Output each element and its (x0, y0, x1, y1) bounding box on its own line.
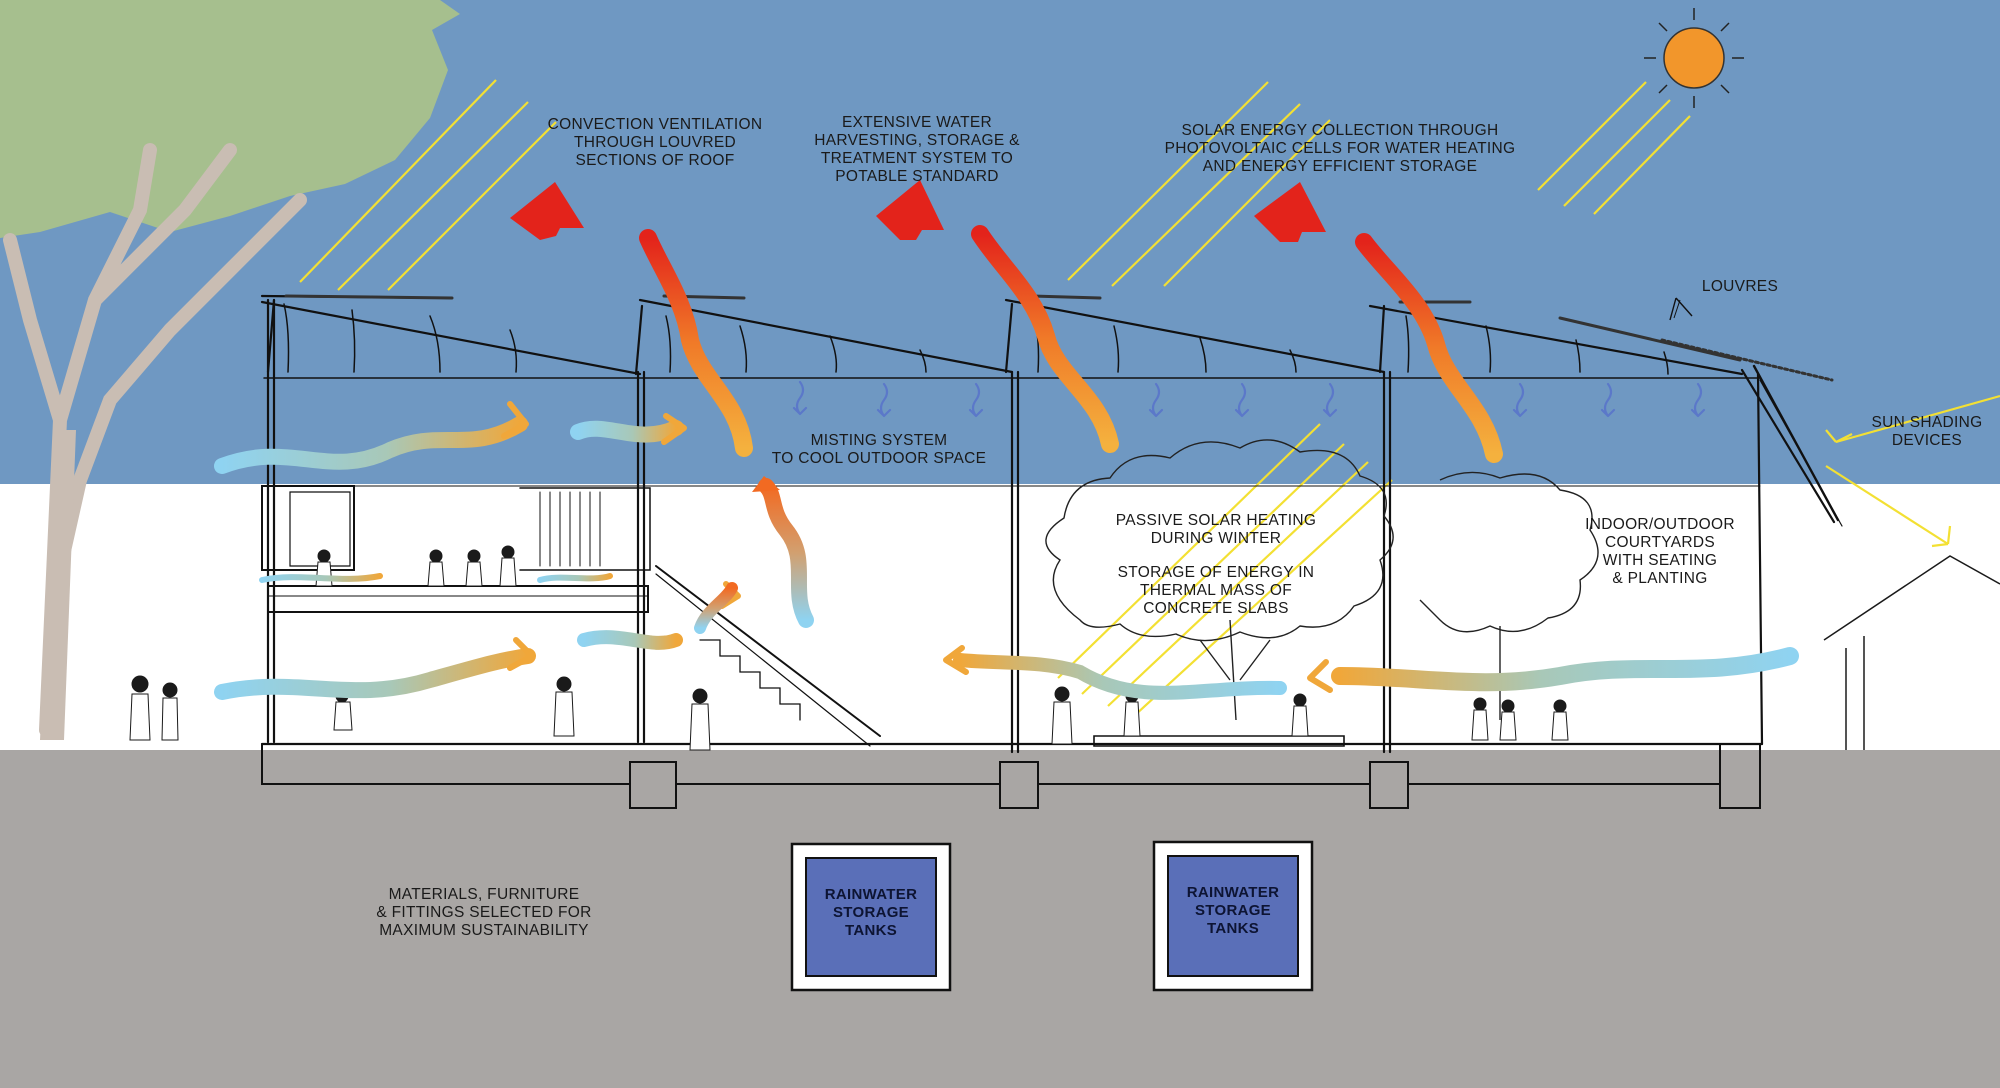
sun-rays (299, 79, 2000, 717)
label-misting-system: MISTING SYSTEM TO COOL OUTDOOR SPACE (771, 432, 987, 467)
person-figure (465, 549, 483, 587)
label-courtyards: INDOOR/OUTDOOR COURTYARDS WITH SEATING &… (1585, 516, 1735, 587)
label-thermal-mass: STORAGE OF ENERGY IN THERMAL MASS OF CON… (1117, 564, 1315, 617)
label-louvres: LOUVRES (1701, 278, 1779, 295)
sun-icon (1644, 8, 1744, 108)
label-passive-solar: PASSIVE SOLAR HEATING DURING WINTER (1115, 512, 1317, 547)
building-section (260, 294, 1843, 809)
label-materials: MATERIALS, FURNITURE & FITTINGS SELECTED… (376, 886, 592, 939)
louvres-leader-line (1673, 299, 1681, 319)
person-figure (1471, 697, 1489, 741)
louvres-leader (1669, 297, 1693, 321)
person-figure (1551, 699, 1569, 741)
person-figure (129, 675, 151, 741)
rainwater-tank-1 (790, 842, 952, 992)
label-rainwater-tank-1: RAINWATER STORAGE TANKS (824, 886, 918, 939)
person-figure (1291, 693, 1309, 737)
airflow-cool (214, 416, 1799, 700)
rainwater-tank-2 (1152, 840, 1314, 992)
person-figure (553, 676, 575, 737)
label-water-harvesting: EXTENSIVE WATER HARVESTING, STORAGE & TR… (814, 114, 1020, 185)
person-figure (1051, 686, 1073, 745)
person-figure (161, 682, 179, 741)
people-figures (129, 545, 1569, 751)
background-wall (0, 484, 2000, 754)
misting-icons (792, 380, 1706, 418)
person-figure (689, 688, 711, 751)
tree (0, 0, 460, 740)
person-figure (499, 545, 517, 587)
label-convection-ventilation: CONVECTION VENTILATION THROUGH LOUVRED S… (547, 116, 763, 169)
label-rainwater-tank-2: RAINWATER STORAGE TANKS (1186, 884, 1280, 937)
neighbour-building (1823, 555, 2000, 750)
hot-air-arrowheads (510, 180, 1326, 492)
person-figure (1499, 699, 1517, 741)
label-solar-energy: SOLAR ENERGY COLLECTION THROUGH PHOTOVOL… (1164, 122, 1516, 175)
person-figure (427, 549, 445, 587)
label-sun-shading: SUN SHADING DEVICES (1871, 414, 1983, 449)
airflow-warm-rising (639, 225, 1503, 634)
